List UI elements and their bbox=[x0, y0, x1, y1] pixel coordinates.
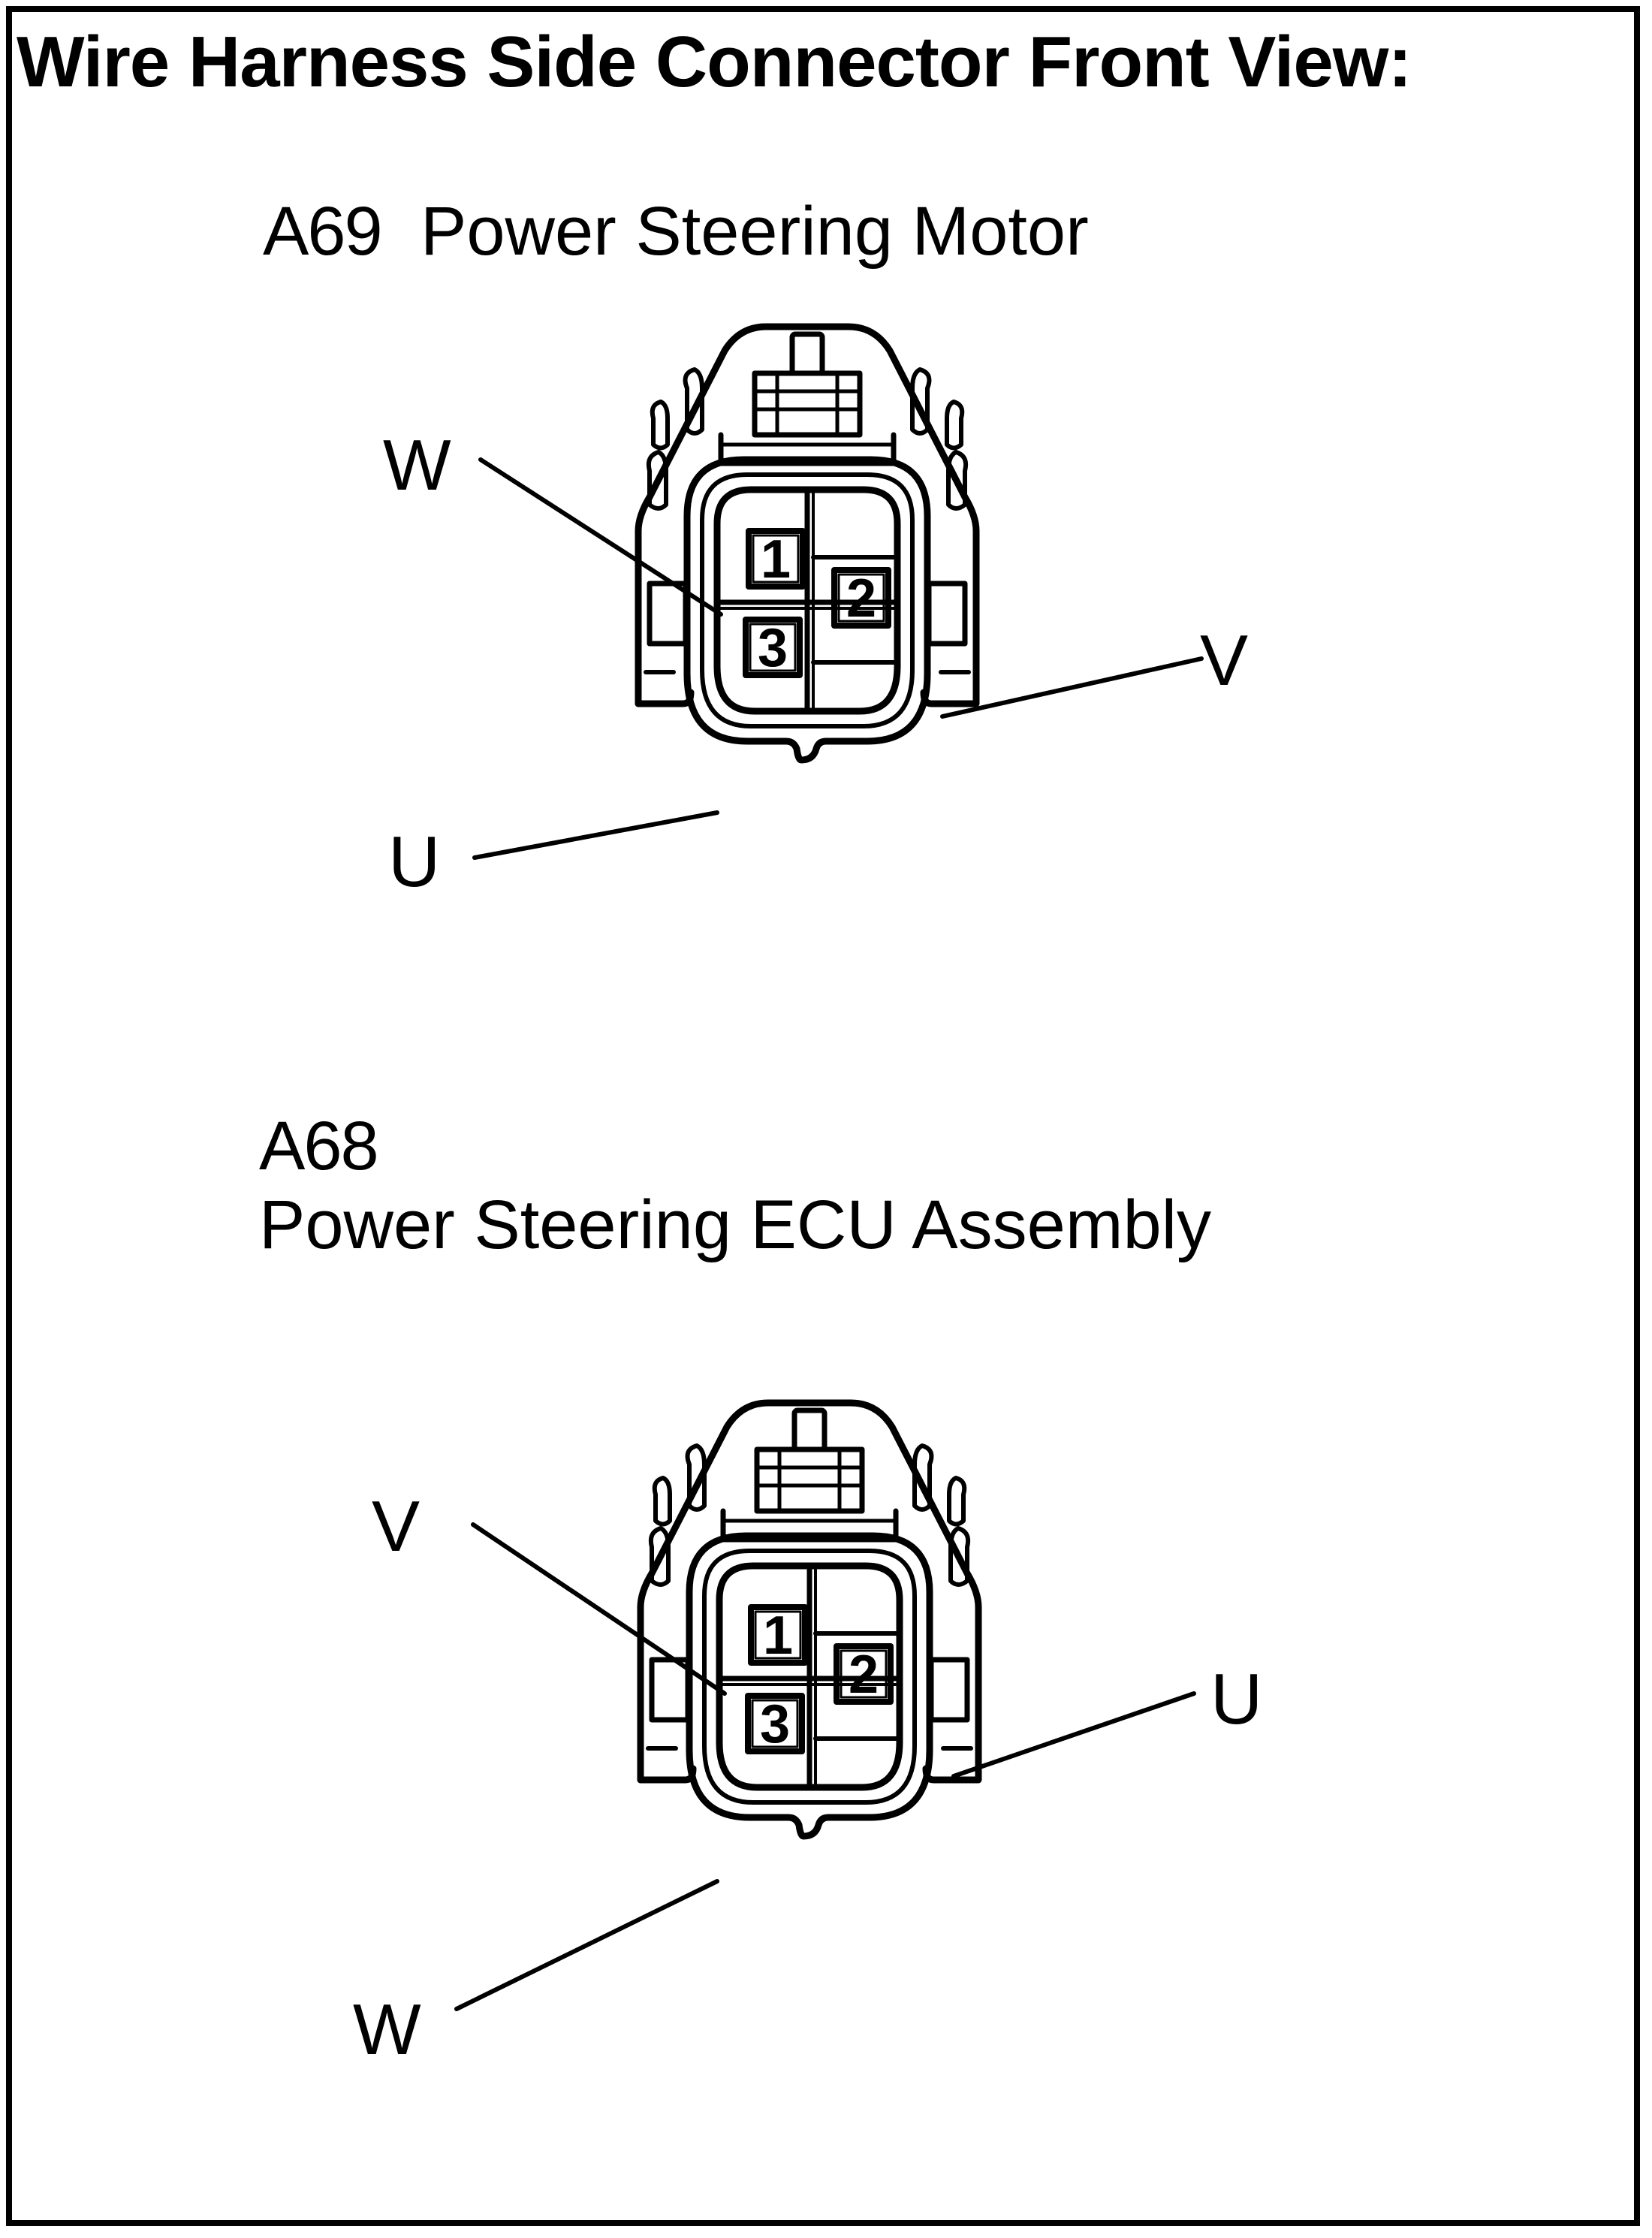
diagram-frame bbox=[6, 6, 1640, 2226]
connector-a68-pin-1: 1 bbox=[763, 1606, 793, 1666]
connector-a69: 1 2 3 bbox=[638, 327, 976, 760]
connector-a69-leader-lines bbox=[472, 457, 1204, 860]
connector-a68: 1 2 3 bbox=[641, 1403, 978, 1836]
connector-a69-pin-2: 2 bbox=[846, 569, 876, 629]
connector-a68-pin-3: 3 bbox=[760, 1694, 790, 1754]
connector-a69-wire-pin-3: U bbox=[388, 822, 440, 902]
connector-a69-wire-pin-1: W bbox=[383, 425, 451, 505]
connector-a69-pin-1: 1 bbox=[761, 529, 791, 590]
connector-a68-name: Power Steering ECU Assembly bbox=[259, 1187, 1212, 1263]
connector-a68-leader-lines bbox=[454, 1522, 1196, 2011]
diagram-title: Wire Harness Side Connector Front View: bbox=[17, 22, 1412, 102]
connector-a69-pin-3: 3 bbox=[758, 618, 788, 678]
connector-a68-wire-pin-3: W bbox=[353, 1989, 421, 2070]
connector-a68-code: A68 bbox=[259, 1108, 379, 1184]
connector-a68-wire-pin-2: U bbox=[1210, 1659, 1262, 1739]
connector-a69-code: A69 bbox=[263, 193, 383, 270]
connector-a68-pin-2: 2 bbox=[849, 1645, 879, 1705]
connector-a69-wire-pin-2: V bbox=[1200, 620, 1248, 701]
connector-a68-wire-pin-1: V bbox=[372, 1486, 420, 1567]
connector-a69-name: Power Steering Motor bbox=[421, 193, 1089, 270]
